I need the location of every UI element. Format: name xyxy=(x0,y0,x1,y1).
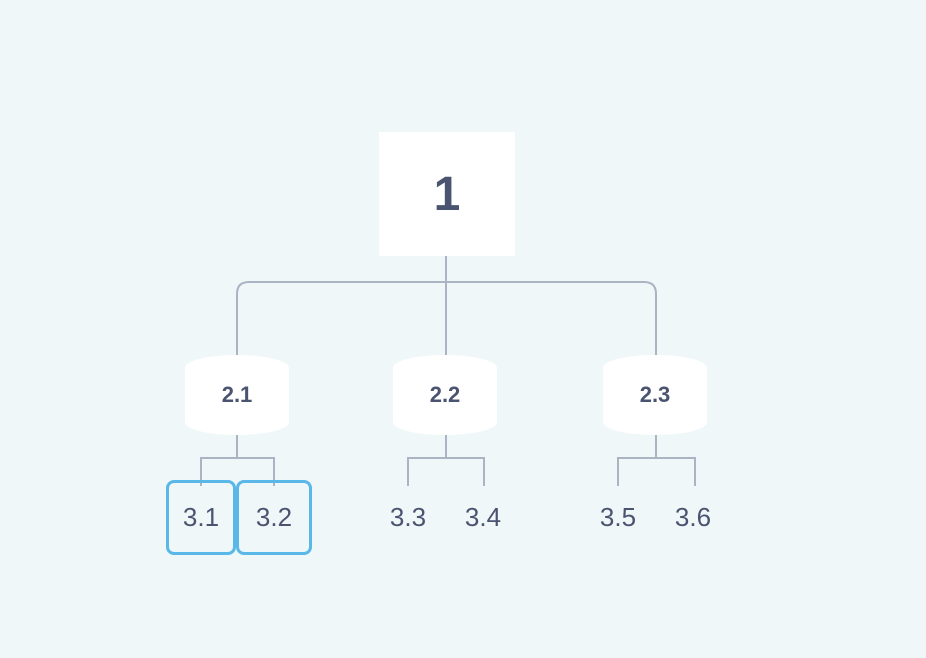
connector-2-1 xyxy=(200,435,275,486)
node-2-2: 2.2 xyxy=(393,355,497,435)
node-3-2: 3.2 xyxy=(236,480,312,555)
connector-2-3 xyxy=(617,435,696,486)
connector-root-left xyxy=(236,281,446,355)
node-2-3: 2.3 xyxy=(603,355,707,435)
node-3-6: 3.6 xyxy=(674,502,712,532)
node-2-1: 2.1 xyxy=(185,355,289,435)
connector-root-right xyxy=(446,281,657,355)
connector-2-2 xyxy=(407,435,485,486)
node-3-4: 3.4 xyxy=(464,502,502,532)
node-3-1: 3.1 xyxy=(166,480,236,555)
root-node: 1 xyxy=(379,132,515,256)
node-3-5: 3.5 xyxy=(599,502,637,532)
node-3-3: 3.3 xyxy=(389,502,427,532)
